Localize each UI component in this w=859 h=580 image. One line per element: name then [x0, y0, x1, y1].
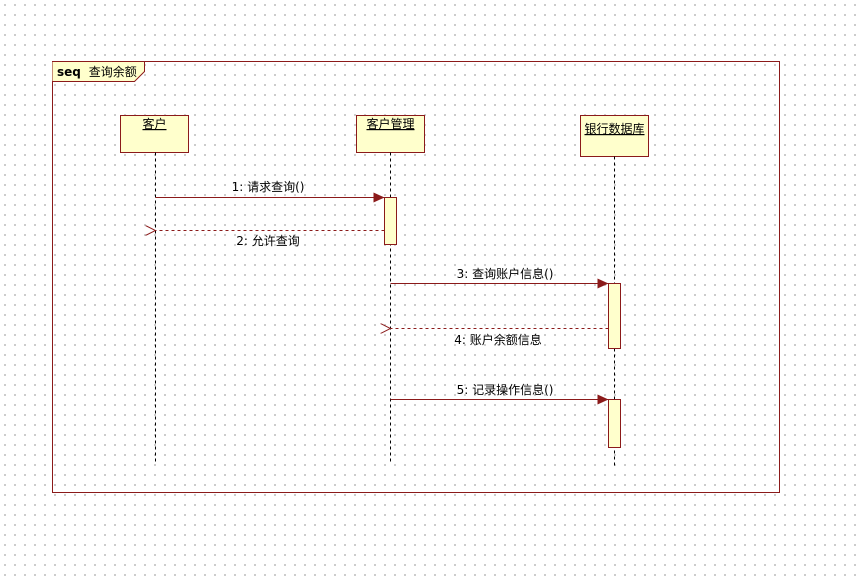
- activation-bank-db-2: [608, 399, 621, 448]
- activation-bank-db-1: [608, 283, 621, 349]
- message-2[interactable]: 2: 允许查询: [156, 231, 385, 249]
- message-2-number: 2: [236, 234, 244, 248]
- message-2-separator: :: [244, 234, 252, 248]
- message-5-number: 5: [457, 383, 465, 397]
- message-1-text: 请求查询(): [247, 180, 304, 194]
- lifeline-bank-db[interactable]: 银行数据库: [580, 115, 649, 467]
- lifeline-customer-box: [120, 115, 189, 153]
- message-2-label: 2: 允许查询: [236, 233, 300, 248]
- message-3[interactable]: 3: 查询账户信息(): [390, 266, 609, 289]
- interaction-frame: seq 查询余额: [52, 61, 780, 493]
- message-5-separator: :: [464, 383, 472, 397]
- lifeline-customer-label: 客户: [142, 116, 166, 131]
- message-4-label: 4: 账户余额信息: [454, 332, 542, 347]
- message-5[interactable]: 5: 记录操作信息(): [390, 382, 609, 405]
- message-3-label: 3: 查询账户信息(): [457, 266, 554, 281]
- lifeline-customer-manager-label: 客户管理: [366, 116, 414, 131]
- message-4[interactable]: 4: 账户余额信息: [391, 329, 609, 348]
- frame-title: 查询余额: [89, 64, 137, 79]
- message-4-number: 4: [454, 333, 462, 347]
- message-3-text: 查询账户信息(): [472, 266, 553, 281]
- lifeline-customer-manager[interactable]: 客户管理: [356, 115, 425, 463]
- lifeline-customer[interactable]: 客户: [120, 115, 189, 463]
- message-4-separator: :: [462, 333, 470, 347]
- message-3-separator: :: [464, 267, 472, 281]
- frame-label-tab: [52, 61, 145, 82]
- message-2-text: 允许查询: [252, 233, 300, 248]
- message-1-label: 1: 请求查询(): [232, 180, 305, 194]
- frame-border: [52, 61, 780, 493]
- lifeline-customer-manager-box: [356, 115, 425, 153]
- frame-label: seq 查询余额: [57, 64, 137, 79]
- message-1-separator: :: [239, 180, 247, 194]
- activation-customer-manager: [384, 197, 397, 245]
- message-4-text: 账户余额信息: [470, 332, 542, 347]
- lifeline-bank-db-label: 银行数据库: [584, 121, 644, 136]
- message-5-label: 5: 记录操作信息(): [457, 382, 554, 397]
- message-3-number: 3: [457, 267, 465, 281]
- message-1-number: 1: [232, 180, 240, 194]
- message-5-text: 记录操作信息(): [472, 382, 553, 397]
- message-1[interactable]: 1: 请求查询(): [155, 180, 385, 203]
- frame-keyword: seq: [57, 65, 81, 79]
